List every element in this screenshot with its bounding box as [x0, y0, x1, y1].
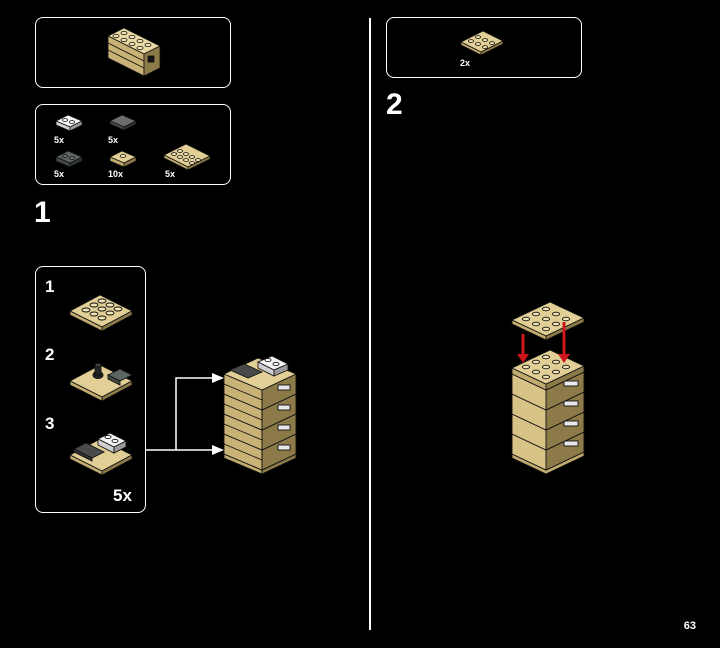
step-number-1: 1 — [34, 196, 51, 229]
substep-number-1: 1 — [45, 277, 55, 296]
plate-stack-with-top-plate — [510, 301, 586, 475]
page-divider — [369, 18, 371, 630]
tan-plate-2x3-icon — [460, 30, 504, 56]
page-number: 63 — [683, 620, 696, 632]
part-qty-white-plate: 5x — [54, 135, 65, 145]
part-qty-tan-jumper: 10x — [108, 169, 124, 179]
part-qty-dark-tile: 5x — [108, 135, 119, 145]
part-qty-tan-plate-2x3: 2x — [460, 58, 471, 68]
substep-number-3: 3 — [45, 414, 55, 433]
submodel-box — [35, 17, 231, 88]
tan-plate-substep-3-icon — [69, 432, 133, 476]
step-number-2: 2 — [386, 88, 403, 121]
parts-list-box: 5x 5x 5x 10x — [35, 104, 231, 185]
tan-plate-2x4-icon — [163, 143, 211, 171]
parts-list-box-step2: 2x — [386, 17, 582, 78]
tan-plate-substep-2-icon — [69, 362, 134, 402]
white-plate-1x2-icon — [55, 114, 83, 132]
callout-multiplier: 5x — [113, 486, 132, 505]
plate-stack-5-layers — [222, 355, 298, 475]
dark-gray-plate-icon — [55, 150, 83, 168]
part-qty-tan-plate: 5x — [165, 169, 176, 179]
tan-jumper-plate-icon — [109, 150, 137, 168]
substep-number-2: 2 — [45, 345, 55, 364]
subassembly-callout: 1 2 3 — [35, 266, 146, 513]
tan-plate-substep-1-icon — [69, 294, 133, 332]
tan-brick-row-icon — [107, 27, 161, 77]
part-qty-dark-plate: 5x — [54, 169, 65, 179]
dark-tile-1x2-icon — [109, 114, 137, 131]
